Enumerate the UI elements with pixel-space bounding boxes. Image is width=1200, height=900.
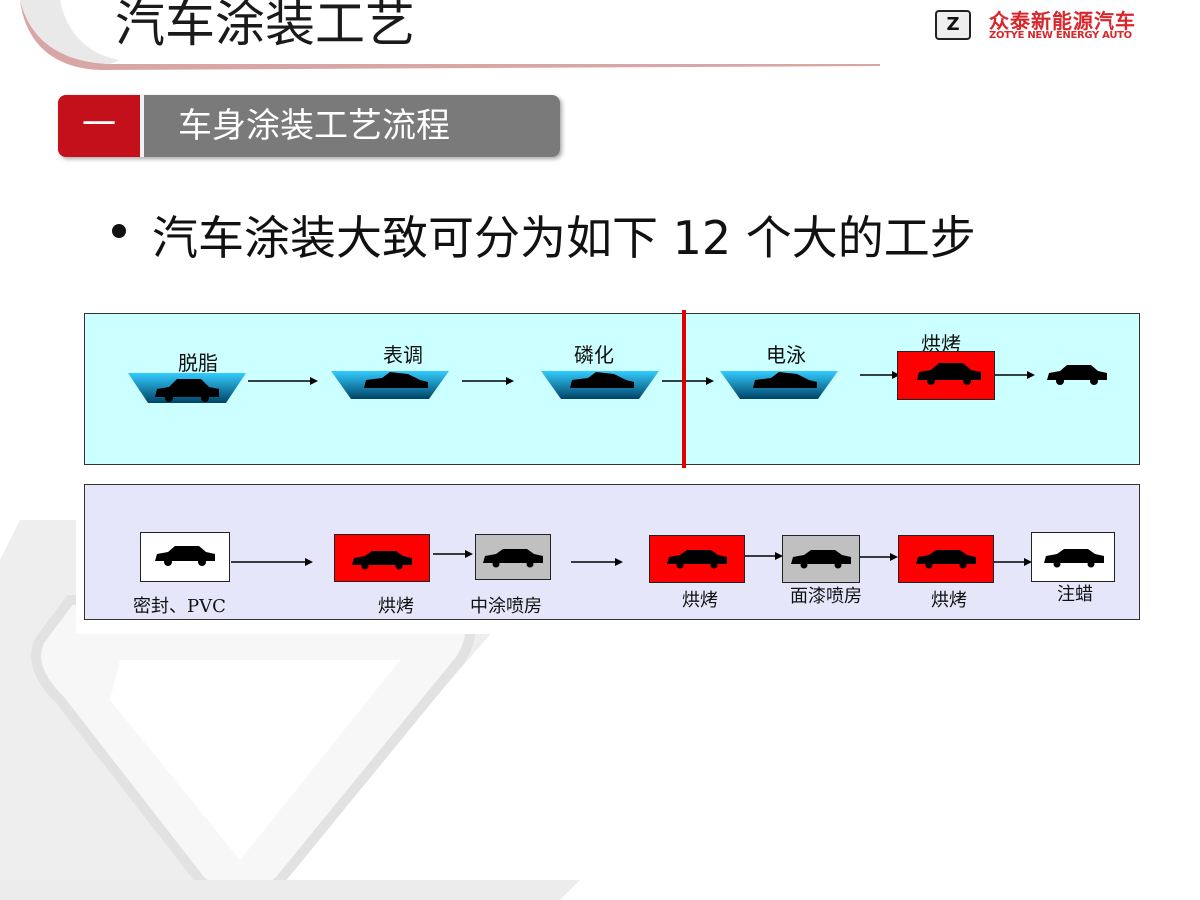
- bullet-dot: [112, 224, 126, 238]
- step-label-degrease: 脱脂: [178, 351, 218, 375]
- step-label-electrocoat: 电泳: [766, 343, 806, 367]
- section-title: 车身涂装工艺流程: [178, 106, 450, 146]
- flow-arrow: [860, 371, 900, 379]
- brand-name-cn: 众泰新能源汽车: [989, 9, 1136, 33]
- brand-badge: Z: [935, 10, 971, 40]
- flow-arrow: [745, 552, 783, 560]
- car-body-icon: [916, 550, 976, 569]
- car-body-icon: [352, 551, 412, 570]
- car-body-icon: [483, 549, 543, 568]
- step-label-wax: 注蜡: [1057, 584, 1093, 605]
- car-body-icon: [155, 546, 215, 566]
- step-label-bake-3: 烘烤: [682, 590, 718, 611]
- section-number: 一: [82, 105, 116, 145]
- step-label-surface-conditioning: 表调: [383, 343, 423, 367]
- section-divider: [140, 95, 144, 157]
- car-body-icon: [1047, 365, 1107, 385]
- car-body-icon: [917, 363, 981, 385]
- car-body-icon: [570, 372, 634, 388]
- page-title: 汽车涂装工艺: [115, 0, 415, 53]
- flow-arrow: [662, 377, 714, 385]
- bullet-text: 汽车涂装大致可分为如下 12 个大的工步: [152, 211, 976, 265]
- step-label-topcoat-booth: 面漆喷房: [790, 586, 862, 607]
- step-label-primer-booth: 中涂喷房: [470, 596, 542, 617]
- car-body-icon: [753, 372, 817, 388]
- flow-arrow: [995, 371, 1035, 379]
- flow-arrow: [994, 558, 1032, 566]
- car-body-icon: [1044, 549, 1104, 568]
- step-label-phosphating: 磷化: [574, 343, 614, 367]
- flow-arrow: [860, 553, 898, 561]
- car-body-icon: [667, 550, 727, 569]
- step-label-bake-2: 烘烤: [378, 596, 414, 617]
- car-body-icon: [791, 550, 851, 569]
- section-number-box: [58, 95, 140, 157]
- flow-arrow: [433, 550, 473, 558]
- flow-arrow: [231, 558, 313, 566]
- flow-arrow: [248, 377, 318, 385]
- brand-name-en: ZOTYE NEW ENERGY AUTO: [989, 30, 1132, 41]
- step-label-sealing-pvc: 密封、PVC: [133, 596, 226, 617]
- step-label-bake-4: 烘烤: [931, 590, 967, 611]
- brand-logo: Z 众泰新能源汽车 ZOTYE NEW ENERGY AUTO: [935, 8, 1175, 48]
- car-body-icon: [364, 372, 428, 388]
- stage-divider-line: [682, 310, 686, 468]
- car-body-icon: [155, 379, 219, 402]
- flow-arrow: [462, 377, 514, 385]
- title-swoosh-decoration: [20, 0, 880, 70]
- flow-arrow: [571, 558, 623, 566]
